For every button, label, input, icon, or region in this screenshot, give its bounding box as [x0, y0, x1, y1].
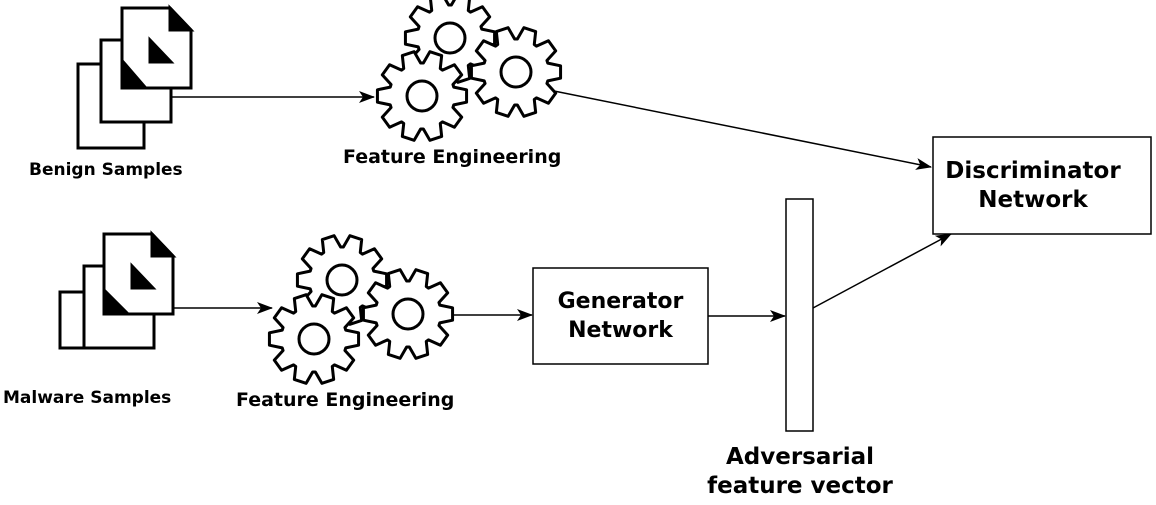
gear-icon	[469, 26, 563, 118]
gear-icon	[375, 50, 469, 142]
arrows	[172, 90, 952, 322]
discriminator-label-line1: Discriminator	[945, 158, 1121, 184]
gears-icon-bottom	[267, 234, 455, 385]
gear-hole	[433, 21, 467, 55]
adversarial-label-line1: Adversarial	[725, 444, 875, 470]
gear-hole	[391, 297, 425, 331]
feature-engineering-bottom-label: Feature Engineering	[236, 389, 455, 411]
gear-hole	[325, 263, 359, 297]
gear-icon	[361, 268, 455, 360]
generator-label-line2: Network	[568, 318, 673, 343]
gear-hole	[297, 322, 331, 356]
adversarial-feature-vector-bar	[785, 198, 814, 432]
discriminator-network-box	[932, 136, 1152, 235]
benign-documents-icon	[76, 4, 195, 150]
arrow-features-to-discriminator	[553, 90, 932, 170]
discriminator-network-label: Discriminator Network	[933, 157, 1133, 215]
adversarial-label-line2: feature vector	[707, 473, 893, 499]
malware-samples-label: Malware Samples	[3, 388, 172, 408]
adversarial-feature-vector-label: Adversarial feature vector	[690, 443, 910, 501]
discriminator-label-line2: Network	[978, 187, 1088, 213]
gear-hole	[499, 55, 533, 89]
arrow-vector-to-discriminator	[812, 233, 952, 309]
gears-icon-top	[375, 0, 563, 142]
benign-samples-label: Benign Samples	[29, 160, 183, 180]
generator-label-line1: Generator	[557, 289, 684, 314]
feature-engineering-top-label: Feature Engineering	[343, 146, 562, 168]
generator-network-box	[532, 267, 709, 365]
gear-icon	[267, 293, 361, 385]
gear-hole	[405, 79, 439, 113]
generator-network-label: Generator Network	[533, 287, 708, 345]
malware-documents-icon	[58, 230, 177, 350]
